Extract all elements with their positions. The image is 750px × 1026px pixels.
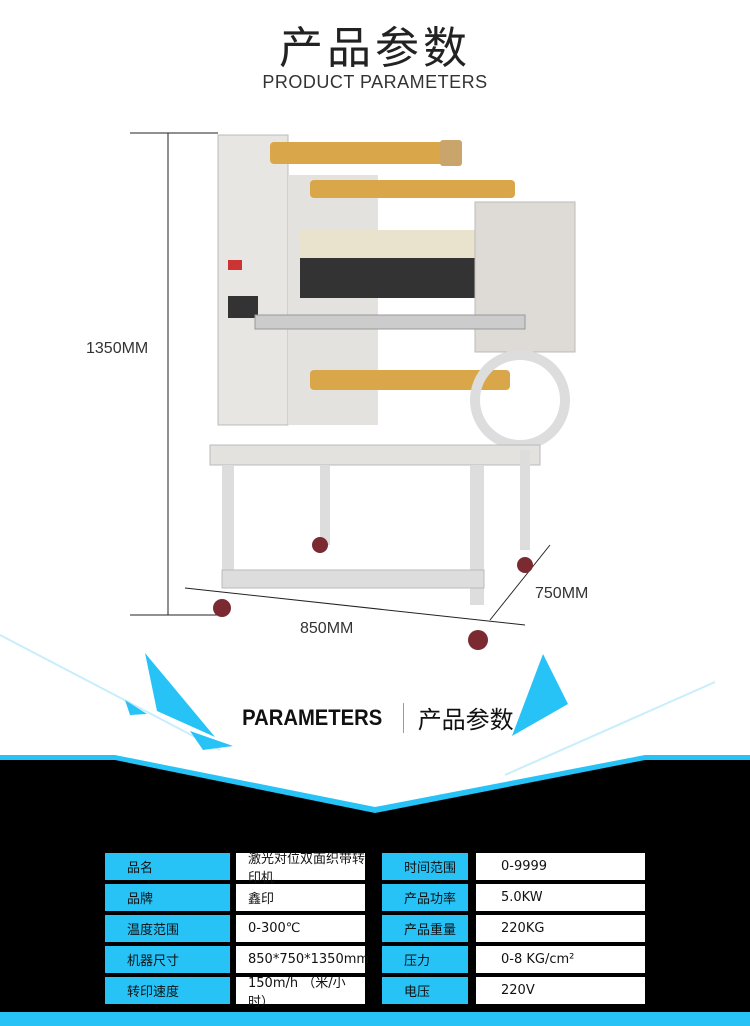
- param-label: 品名: [105, 853, 230, 880]
- height-dimension: 1350MM: [86, 340, 149, 357]
- dimension-lines: [130, 132, 551, 626]
- page-title: 产品参数: [279, 23, 471, 74]
- section-title-en: PARAMETERS: [242, 704, 383, 730]
- param-label: 产品功率: [382, 884, 468, 911]
- param-label: 产品重量: [382, 915, 468, 942]
- page-subtitle: PRODUCT PARAMETERS: [262, 72, 488, 92]
- param-value: 激光对位双面织带转印机: [236, 852, 365, 886]
- param-label: 品牌: [105, 884, 230, 911]
- param-value: 150m/h （米/小时）: [236, 976, 365, 1010]
- param-value: 鑫印: [236, 884, 365, 911]
- param-value: 220KG: [476, 915, 645, 942]
- param-label: 电压: [382, 977, 468, 1004]
- machine-photo: [130, 132, 576, 650]
- param-value: 850*750*1350mm: [236, 946, 369, 973]
- width-dimension: 850MM: [300, 620, 354, 637]
- param-value: 0-8 KG/cm²: [476, 946, 645, 973]
- param-label: 机器尺寸: [105, 946, 230, 973]
- param-label: 温度范围: [105, 915, 230, 942]
- depth-dimension: 750MM: [535, 585, 589, 602]
- param-value: 220V: [476, 977, 645, 1004]
- param-value: 0-300℃: [236, 915, 365, 942]
- param-label: 时间范围: [382, 853, 468, 880]
- section-heading: PARAMETERS 产品参数: [0, 700, 750, 735]
- param-value: 5.0KW: [476, 884, 645, 911]
- machine-illustration: [209, 134, 576, 650]
- section-title-cn: 产品参数: [417, 706, 514, 734]
- param-value: 0-9999: [476, 853, 645, 880]
- param-label: 转印速度: [105, 977, 230, 1004]
- divider: [402, 702, 404, 733]
- param-label: 压力: [382, 946, 468, 973]
